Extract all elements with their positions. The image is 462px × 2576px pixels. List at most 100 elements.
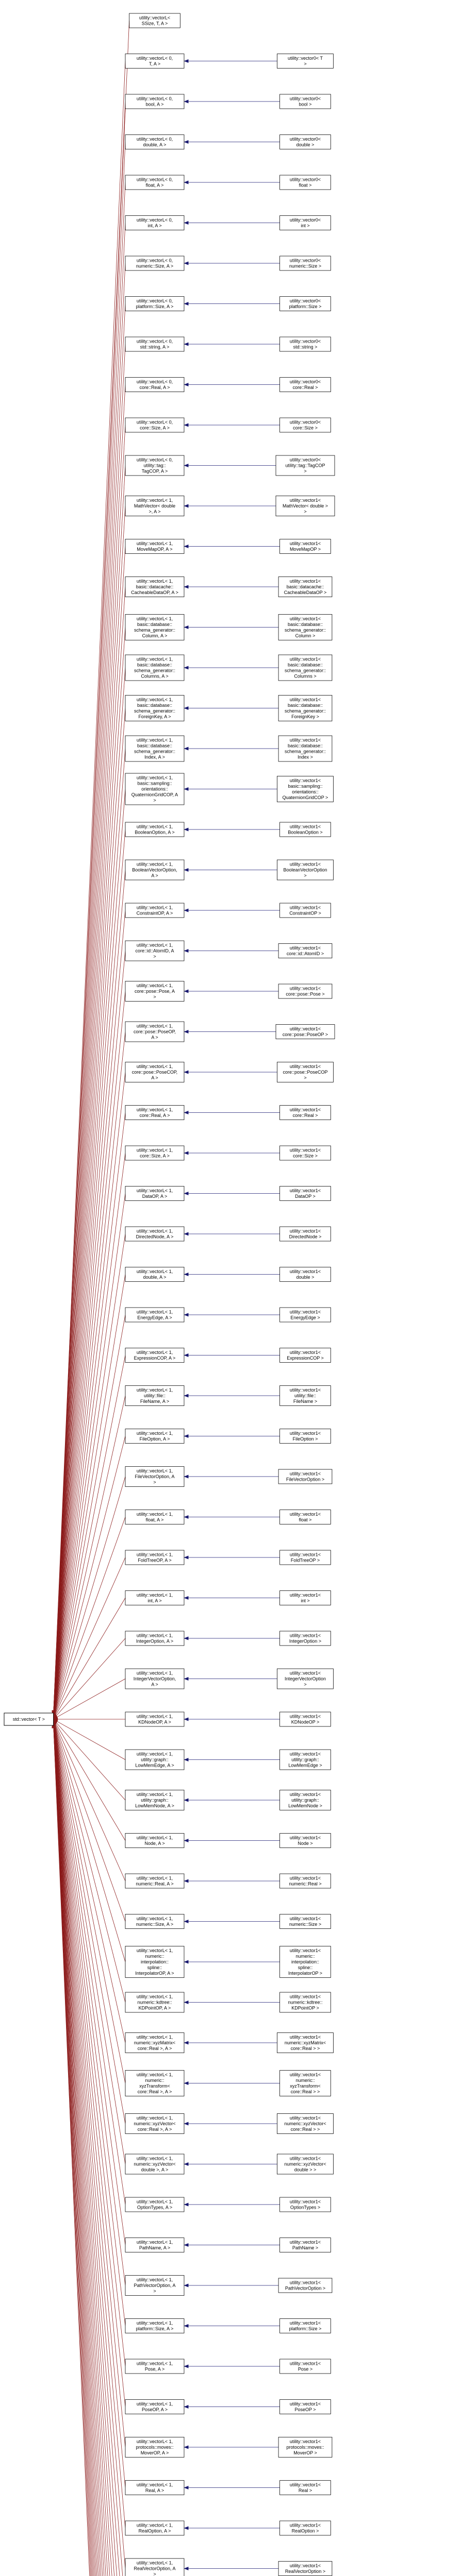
graph-node-vectorL-44[interactable]: utility::vectorL< 1,utility::graph::LowM… [125,1790,185,1810]
graph-node-vectorL-1[interactable]: utility::vectorL< 0,T, A > [125,54,185,69]
graph-node-vector1-29[interactable]: utility::vector1<DataOP > [279,1186,331,1201]
graph-node-vector1-50[interactable]: utility::vector1<numeric::xyzMatrix<core… [277,2032,334,2053]
graph-node-vector1-61[interactable]: utility::vector1<Real > [279,2480,331,2495]
graph-node-vectorL-60[interactable]: utility::vectorL< 1,protocols::moves::Mo… [125,2437,185,2458]
graph-node-vectorL-42[interactable]: utility::vectorL< 1,KDNodeOP, A > [125,1711,185,1727]
graph-node-vectorL-18[interactable]: utility::vectorL< 1,basic::database::sch… [125,735,185,762]
graph-node-vectorL-30[interactable]: utility::vectorL< 1,DirectedNode, A > [125,1226,185,1242]
graph-node-vector1-52[interactable]: utility::vector1<numeric::xyzVector<core… [277,2113,334,2134]
graph-node-vectorL-53[interactable]: utility::vectorL< 1,numeric::xyzVector<d… [125,2154,185,2175]
graph-node-vectorL-2[interactable]: utility::vectorL< 0,bool, A > [125,94,185,109]
graph-node-vectorL-61[interactable]: utility::vectorL< 1,Real, A > [125,2480,185,2495]
graph-node-vectorL-54[interactable]: utility::vectorL< 1,OptionTypes, A > [125,2197,185,2212]
graph-node-vector0-9[interactable]: utility::vector0<core::Real > [279,377,331,392]
graph-node-vector1-35[interactable]: utility::vector1<FileOption > [279,1429,331,1444]
graph-node-vector1-31[interactable]: utility::vector1<double > [279,1267,331,1282]
graph-node-vector0-6[interactable]: utility::vector0<numeric::Size > [279,256,331,271]
graph-node-vectorL-56[interactable]: utility::vectorL< 1,PathVectorOption, A> [125,2275,185,2296]
graph-node-vectorL-19[interactable]: utility::vectorL< 1,basic::sampling::ori… [125,773,185,805]
graph-node-vectorL-20[interactable]: utility::vectorL< 1,BooleanOption, A > [125,822,185,837]
graph-node-vector1-39[interactable]: utility::vector1<int > [279,1590,331,1605]
graph-node-vectorL-24[interactable]: utility::vectorL< 1,core::pose::Pose, A> [125,981,185,1002]
graph-node-vectorL-33[interactable]: utility::vectorL< 1,ExpressionCOP, A > [125,1348,185,1363]
graph-node-vectorL-26[interactable]: utility::vectorL< 1,core::pose::PoseCOP,… [125,1062,185,1082]
graph-node-vector0-3[interactable]: utility::vector0<double > [279,134,331,149]
graph-node-vector1-36[interactable]: utility::vector1<FileVectorOption > [278,1469,333,1484]
graph-node-vectorL-39[interactable]: utility::vectorL< 1,int, A > [125,1590,185,1605]
graph-node-vectorL-29[interactable]: utility::vectorL< 1,DataOP, A > [125,1186,185,1201]
graph-node-vector1-34[interactable]: utility::vector1<utility::file::FileName… [279,1385,331,1406]
graph-node-vector1-54[interactable]: utility::vector1<OptionTypes > [279,2197,331,2212]
graph-node-vectorL-14[interactable]: utility::vectorL< 1,basic::datacache::Ca… [125,577,185,597]
graph-node-vectorL-16[interactable]: utility::vectorL< 1,basic::database::sch… [125,654,185,681]
graph-node-vectorL-59[interactable]: utility::vectorL< 1,PoseOP, A > [125,2399,185,2414]
graph-node-vector1-33[interactable]: utility::vector1<ExpressionCOP > [279,1348,331,1363]
graph-node-vectorL-52[interactable]: utility::vectorL< 1,numeric::xyzVector<c… [125,2113,185,2134]
graph-node-vector1-48[interactable]: utility::vector1<numeric::interpolation:… [279,1946,331,1978]
graph-node-vector1-24[interactable]: utility::vector1<core::pose::Pose > [278,984,333,999]
graph-node-vectorL-51[interactable]: utility::vectorL< 1,numeric::xyzTransfor… [125,2070,185,2096]
graph-node-vectorL-22[interactable]: utility::vectorL< 1,ConstraintOP, A > [125,903,185,918]
graph-node-vector1-40[interactable]: utility::vector1<IntegerOption > [279,1631,331,1646]
graph-node-vectorL-3[interactable]: utility::vectorL< 0,double, A > [125,134,185,149]
graph-node-vectorL-10[interactable]: utility::vectorL< 0,core::Size, A > [125,417,185,433]
graph-node-vector1-22[interactable]: utility::vector1<ConstraintOP > [279,903,331,918]
graph-node-vector1-25[interactable]: utility::vector1<core::pose::PoseOP > [275,1024,335,1039]
graph-node-vector1-21[interactable]: utility::vector1<BooleanVectorOption> [277,859,334,880]
graph-node-vector1-57[interactable]: utility::vector1<platform::Size > [279,2318,331,2333]
graph-node-vectorL-45[interactable]: utility::vectorL< 1,Node, A > [125,1833,185,1848]
graph-node-vectorL-13[interactable]: utility::vectorL< 1,MoveMapOP, A > [125,539,185,554]
graph-node-vectorL-21[interactable]: utility::vectorL< 1,BooleanVectorOption,… [125,859,185,880]
graph-node-vectorL-43[interactable]: utility::vectorL< 1,utility::graph::LowM… [125,1749,185,1770]
graph-node-vector1-13[interactable]: utility::vector1<MoveMapOP > [279,539,331,554]
graph-node-vectorL-28[interactable]: utility::vectorL< 1,core::Size, A > [125,1145,185,1161]
graph-node-vector1-41[interactable]: utility::vector1<IntegerVectorOption> [277,1668,334,1689]
graph-node-vectorL-37[interactable]: utility::vectorL< 1,float, A > [125,1510,185,1524]
graph-node-vectorL-34[interactable]: utility::vectorL< 1,utility::file::FileN… [125,1385,185,1406]
graph-node-vectorL-12[interactable]: utility::vectorL< 1,MathVector< double>,… [125,496,185,516]
graph-node-vectorL-31[interactable]: utility::vectorL< 1,double, A > [125,1267,185,1282]
root-node-std-vector[interactable]: std::vector< T > [4,1713,54,1726]
graph-node-vector0-2[interactable]: utility::vector0<bool > [279,94,331,109]
graph-node-vector1-55[interactable]: utility::vector1<PathName > [279,2238,331,2252]
graph-node-vector0-7[interactable]: utility::vector0<platform::Size > [279,296,331,311]
graph-node-vectorL-40[interactable]: utility::vectorL< 1,IntegerOption, A > [125,1631,185,1646]
graph-node-vector1-30[interactable]: utility::vector1<DirectedNode > [279,1226,331,1242]
graph-node-vectorL-23[interactable]: utility::vectorL< 1,core::id::AtomID, A> [125,940,185,961]
graph-node-vectorL-38[interactable]: utility::vectorL< 1,FoldTreeOP, A > [125,1550,185,1565]
graph-node-vector1-44[interactable]: utility::vector1<utility::graph::LowMemN… [279,1790,331,1810]
graph-node-vectorL-27[interactable]: utility::vectorL< 1,core::Real, A > [125,1105,185,1120]
graph-node-vector1-14[interactable]: utility::vector1<basic::datacache::Cache… [278,577,333,597]
graph-node-vectorL-63[interactable]: utility::vectorL< 1,RealVectorOption, A> [125,2558,185,2576]
graph-node-vectorL-47[interactable]: utility::vectorL< 1,numeric::Size, A > [125,1914,185,1929]
graph-node-vector1-18[interactable]: utility::vector1<basic::database::schema… [278,735,333,762]
graph-node-vector1-63[interactable]: utility::vector1<RealVectorOption > [278,2561,333,2576]
graph-node-vectorL-58[interactable]: utility::vectorL< 1,Pose, A > [125,2359,185,2374]
graph-node-vector1-20[interactable]: utility::vector1<BooleanOption > [279,822,331,837]
graph-node-vector0-11[interactable]: utility::vector0<utility::tag::TagCOP> [275,455,335,476]
graph-node-vector1-62[interactable]: utility::vector1<RealOption > [279,2520,331,2536]
graph-node-vector1-32[interactable]: utility::vector1<EnergyEdge > [279,1307,331,1323]
graph-node-vector0-4[interactable]: utility::vector0<float > [279,175,331,190]
graph-node-vector1-47[interactable]: utility::vector1<numeric::Size > [279,1914,331,1929]
graph-node-vector1-53[interactable]: utility::vector1<numeric::xyzVector<doub… [277,2154,334,2175]
graph-node-vectorL-4[interactable]: utility::vectorL< 0,float, A > [125,175,185,190]
graph-node-vector0-5[interactable]: utility::vector0<int > [279,215,331,230]
graph-node-vector1-27[interactable]: utility::vector1<core::Real > [279,1105,331,1120]
graph-node-vector1-43[interactable]: utility::vector1<utility::graph::LowMemE… [279,1749,331,1770]
graph-node-vector1-17[interactable]: utility::vector1<basic::database::schema… [278,695,333,721]
graph-node-vector1-16[interactable]: utility::vector1<basic::database::schema… [278,654,333,681]
graph-node-vectorL-48[interactable]: utility::vectorL< 1,numeric::interpolati… [125,1946,185,1978]
graph-node-vector0-10[interactable]: utility::vector0<core::Size > [279,417,331,433]
graph-node-vector1-49[interactable]: utility::vector1<numeric::kdtree::KDPoin… [279,1992,331,2013]
graph-node-vectorL-25[interactable]: utility::vectorL< 1,core::pose::PoseOP,A… [125,1021,185,1042]
graph-node-vector0-1[interactable]: utility::vector0< T> [277,54,334,69]
graph-node-vector1-46[interactable]: utility::vector1<numeric::Real > [279,1873,331,1889]
graph-node-vector1-15[interactable]: utility::vector1<basic::database::schema… [278,614,333,640]
graph-node-vectorL-32[interactable]: utility::vectorL< 1,EnergyEdge, A > [125,1307,185,1323]
graph-node-vector1-60[interactable]: utility::vector1<protocols::moves::Mover… [278,2437,333,2458]
graph-node-vectorL-49[interactable]: utility::vectorL< 1,numeric::kdtree::KDP… [125,1992,185,2013]
graph-node-vectorL-41[interactable]: utility::vectorL< 1,IntegerVectorOption,… [125,1668,185,1689]
graph-node-vector1-45[interactable]: utility::vector1<Node > [279,1833,331,1848]
graph-node-vectorL-11[interactable]: utility::vectorL< 0,utility::tag::TagCOP… [125,455,185,476]
